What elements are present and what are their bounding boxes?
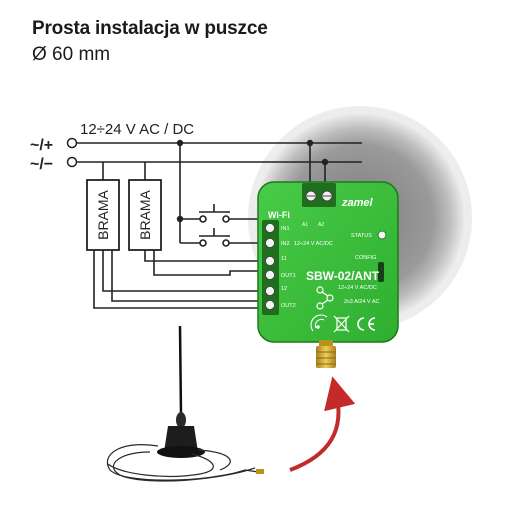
terminal-pin-a1: A1 (302, 222, 308, 228)
terminal-pin-a2: A2 (318, 222, 324, 228)
gate-wires (93, 162, 270, 309)
sbw-module: Wi-Fi zamel IN1 IN2 11 OUT1 12 OUT2 A1 A… (257, 181, 399, 343)
terminal-label-out2: OUT2 (281, 303, 296, 309)
app-share-icon (316, 286, 334, 310)
supply-minus-label: ~/− (30, 156, 53, 173)
page-title: Prosta instalacja w puszce (32, 18, 268, 39)
supply-wires (72, 142, 362, 163)
terminal-label-in2: IN2 (281, 241, 290, 247)
connect-arrow-icon (289, 376, 356, 472)
model-voltage: 12÷24 V AC/DC (338, 285, 377, 291)
terminal-label-12: 12 (281, 286, 287, 292)
weee-bin-icon (333, 315, 350, 333)
header: Prosta instalacja w puszce Ø 60 mm (32, 18, 268, 66)
wifi-label: Wi-Fi (268, 210, 290, 220)
model-name: SBW-02/ANT (306, 269, 380, 283)
status-led-icon (377, 230, 387, 240)
wireless-icon (310, 314, 328, 332)
page-subtitle: Ø 60 mm (32, 44, 111, 65)
gate-box-1: BRAMA (86, 179, 120, 251)
module-supply-drops (179, 143, 326, 243)
supply-voltage-label: 12÷24 V AC / DC (80, 121, 194, 138)
terminal-label-11: 11 (281, 256, 287, 262)
status-label: STATUS (351, 233, 372, 239)
terminal-plus-icon (66, 137, 78, 149)
terminal-minus-icon (66, 156, 78, 168)
config-label: CONFIG (355, 255, 376, 261)
ce-mark-icon (357, 317, 376, 331)
gate-label-2: BRAMA (137, 189, 153, 239)
config-button-icon (378, 262, 384, 282)
relay-rating: 2x3 A/24 V AC (344, 299, 379, 305)
supply-plus-label: ~/+ (30, 137, 53, 154)
antenna-connector (316, 340, 336, 368)
brand-logo: zamel (341, 197, 374, 209)
antenna (106, 325, 264, 482)
terminal-screws (265, 223, 275, 310)
inner-voltage-label: 12÷24 V AC/DC (294, 241, 333, 247)
terminal-label-out1: OUT1 (281, 273, 296, 279)
terminal-label-in1: IN1 (281, 226, 290, 232)
gate-box-2: BRAMA (128, 179, 162, 251)
gate-label-1: BRAMA (95, 189, 111, 239)
